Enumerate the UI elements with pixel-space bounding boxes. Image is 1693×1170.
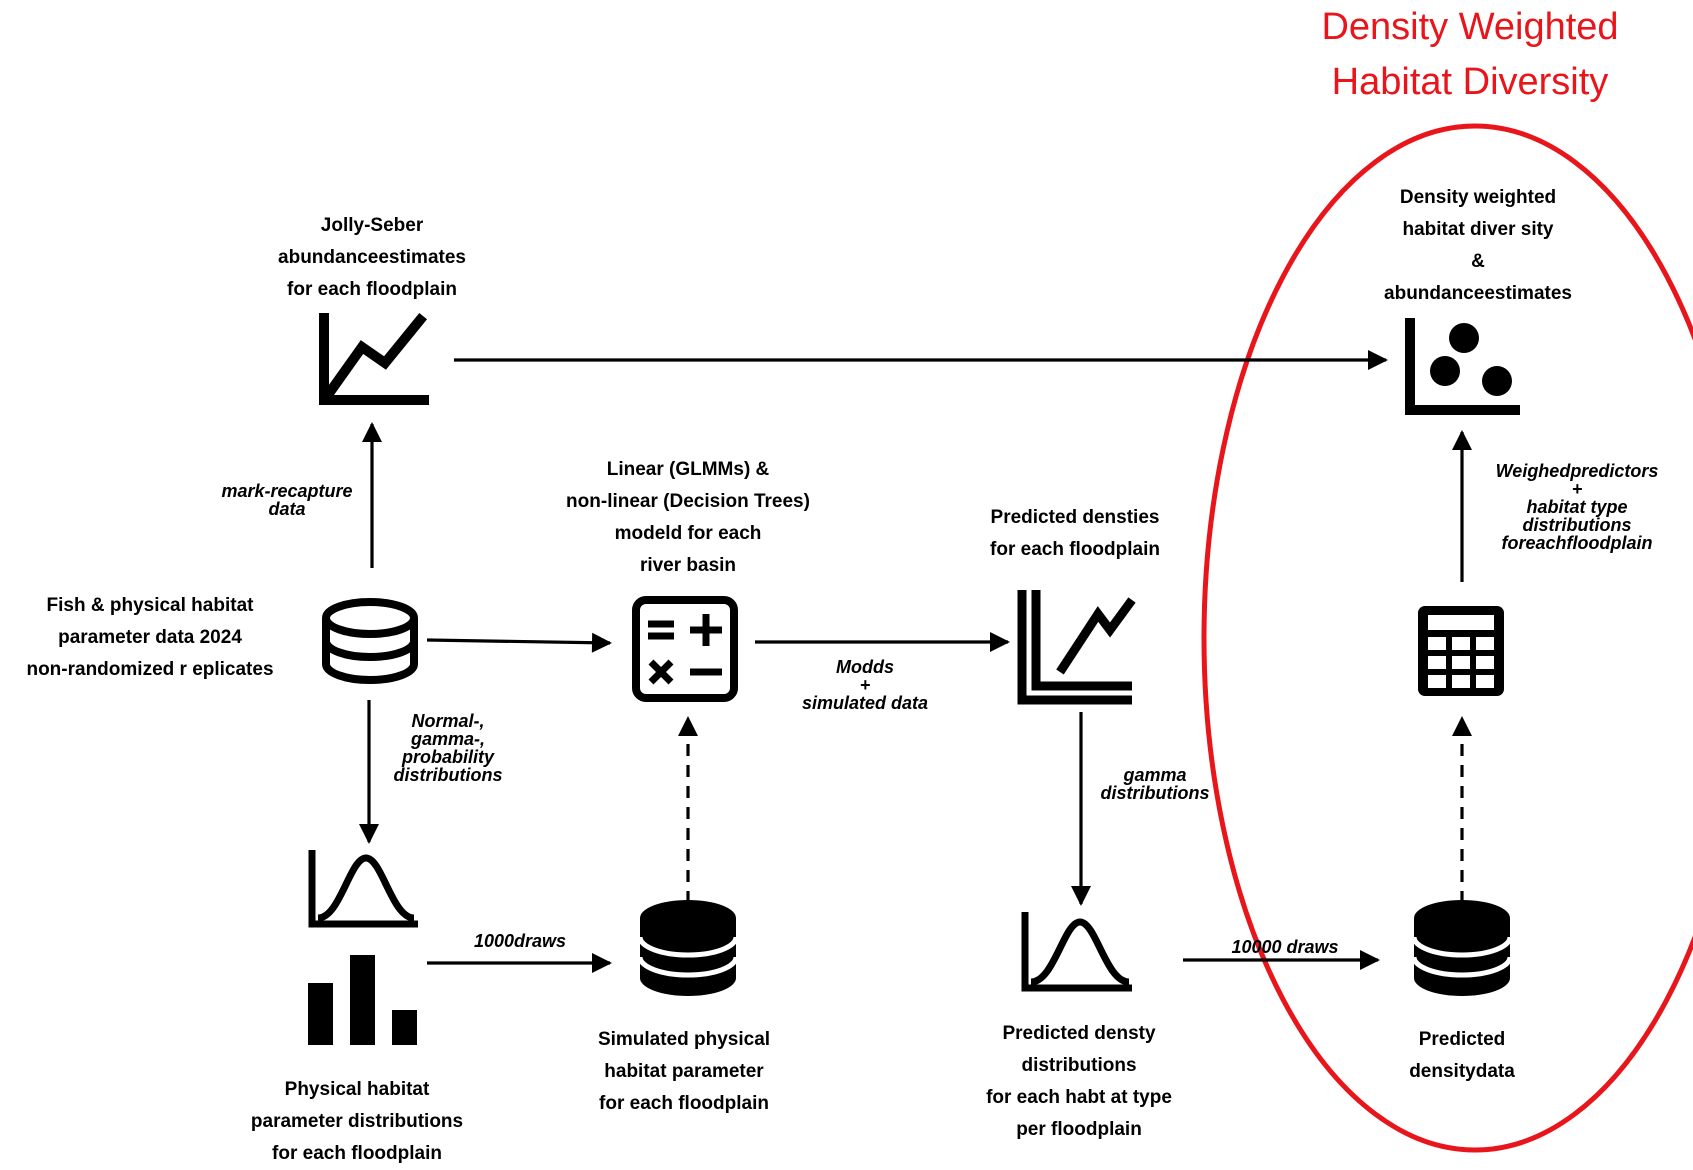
edge-label-normal-gamma: Normal-, gamma-, probability distributio…: [378, 712, 518, 784]
edge-label-models-simulated: Modds + simulated data: [780, 658, 950, 712]
edge-label-line: gamma-,: [410, 729, 486, 749]
node-label-line: per floodplain: [1016, 1119, 1142, 1140]
edge-label-line: distributions: [393, 765, 503, 785]
node-label-line: Jolly-Seber: [320, 215, 424, 236]
node-label-line: parameter distributions: [250, 1111, 464, 1132]
node-label-line: Linear (GLMMs) &: [606, 459, 770, 480]
node-label-line: &: [1471, 251, 1485, 272]
calculator-icon: [1418, 606, 1504, 696]
edge-label-line: mark-recapture: [221, 481, 353, 501]
edge-label-1000-draws: 1000draws: [440, 932, 600, 950]
node-label-line: modeld for each: [614, 523, 762, 544]
highlight-title-line: Habitat Diversity: [1331, 61, 1609, 103]
node-label-line: habitat diver sity: [1402, 219, 1554, 240]
edge-label-10000-draws: 10000 draws: [1200, 938, 1370, 956]
database-icon: [1411, 900, 1513, 996]
line-chart-icon: [319, 312, 429, 405]
node-pred-density-dist-label: Predicted densty distributions for each …: [929, 1018, 1229, 1146]
arrow-fish-to-models: [426, 632, 612, 653]
edge-label-line: data: [268, 499, 306, 519]
highlight-title: Density Weighted Habitat Diversity: [1230, 0, 1693, 110]
node-label-line: habitat parameter: [604, 1061, 764, 1082]
node-fish-data-label: Fish & physical habitat parameter data 2…: [0, 590, 300, 686]
node-label-line: Simulated physical: [597, 1029, 771, 1050]
node-label-line: Predicted densties: [990, 507, 1160, 528]
edge-label-line: Modds: [836, 657, 894, 677]
node-label-line: for each habt at type: [986, 1087, 1172, 1108]
edge-label-mark-recapture: mark-recapture data: [207, 482, 367, 518]
node-label-line: for each floodplain: [599, 1093, 769, 1114]
node-models-label: Linear (GLMMs) & non-linear (Decision Tr…: [538, 454, 838, 582]
bell-curve-icon: [1021, 912, 1132, 992]
edge-label-line: distributions: [1522, 515, 1632, 535]
node-label-line: Predicted: [1418, 1029, 1506, 1050]
line-chart-icon: [1017, 590, 1136, 705]
node-label-line: abundanceestimates: [1384, 283, 1572, 304]
edge-label-line: 10000 draws: [1231, 937, 1339, 957]
node-distributions-label: Physical habitat parameter distributions…: [207, 1074, 507, 1170]
node-pred-density-data-label: Predicted densitydata: [1312, 1024, 1612, 1088]
node-label-line: distributions: [1021, 1055, 1137, 1076]
edge-label-line: +: [859, 675, 871, 695]
node-dwhd-label: Density weighted habitat diver sity & ab…: [1328, 182, 1628, 310]
highlight-ellipse: [1201, 123, 1693, 1153]
highlight-title-line: Density Weighted: [1321, 6, 1619, 48]
edge-label-line: foreachfloodplain: [1501, 533, 1653, 553]
node-label-line: Fish & physical habitat: [46, 595, 254, 616]
database-icon: [637, 900, 739, 996]
node-label-line: Density weighted: [1399, 187, 1557, 208]
node-label-line: Predicted densty: [1002, 1023, 1156, 1044]
node-label-line: for each floodplain: [287, 279, 457, 300]
bar-chart-icon: [308, 955, 417, 1045]
node-simulated-label: Simulated physical habitat parameter for…: [534, 1024, 834, 1120]
node-label-line: river basin: [639, 555, 737, 576]
database-icon: [322, 598, 418, 684]
edge-label-line: simulated data: [801, 693, 929, 713]
bell-curve-icon: [308, 850, 418, 928]
scatter-chart-icon: [1405, 318, 1520, 415]
edge-label-line: habitat type: [1526, 497, 1628, 517]
calculator-operations-icon: [632, 596, 738, 702]
node-label-line: parameter data 2024: [58, 627, 242, 648]
node-label-line: abundanceestimates: [278, 247, 466, 268]
node-label-line: non-randomized r eplicates: [26, 659, 274, 680]
node-label-line: Physical habitat: [284, 1079, 430, 1100]
node-label-line: densitydata: [1409, 1061, 1515, 1082]
edge-label-line: distributions: [1100, 783, 1210, 803]
edge-label-line: Weighedpredictors: [1495, 461, 1659, 481]
node-predicted-densities-label: Predicted densties for each floodplain: [925, 502, 1225, 566]
node-label-line: non-linear (Decision Trees): [566, 491, 810, 512]
edge-label-gamma-distributions: gamma distributions: [1085, 766, 1225, 802]
edge-label-line: gamma: [1123, 765, 1187, 785]
node-jolly-seber-label: Jolly-Seber abundanceestimates for each …: [222, 210, 522, 306]
edge-label-line: 1000draws: [473, 931, 567, 951]
node-label-line: for each floodplain: [272, 1143, 442, 1164]
edge-label-line: +: [1571, 479, 1583, 499]
node-label-line: for each floodplain: [990, 539, 1160, 560]
edge-label-line: probability: [401, 747, 494, 767]
edge-label-line: Normal-,: [411, 711, 485, 731]
edge-label-weighted-predictors: Weighedpredictors + habitat type distrib…: [1487, 462, 1667, 552]
